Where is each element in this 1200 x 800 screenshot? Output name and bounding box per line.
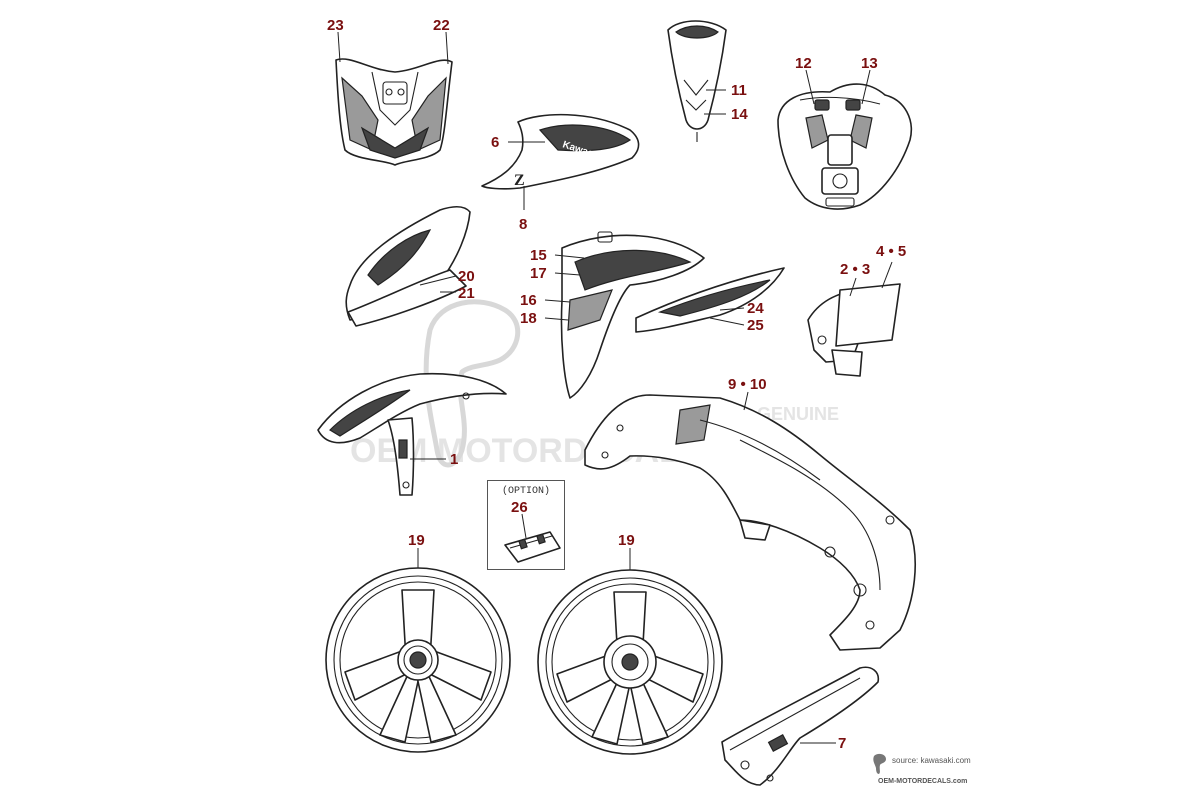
wheel-right-part [537, 569, 723, 755]
callout-20: 20 [458, 268, 475, 285]
fuel-tank-part [777, 83, 912, 210]
oem-bird-logo-icon [873, 753, 886, 774]
callout-labels: 23 22 11 14 12 13 6 8 15 17 16 18 20 21 … [327, 17, 906, 752]
callout-1: 1 [450, 451, 458, 468]
wheel-left-part [325, 567, 511, 753]
callout-8: 8 [519, 216, 527, 233]
callout-7: 7 [838, 735, 846, 752]
callout-21: 21 [458, 285, 475, 302]
callout-12: 12 [795, 55, 812, 72]
callout-9-10: 9 • 10 [728, 376, 767, 393]
source-credit: source: kawasaki.com OEM-MOTORDECALS.com [868, 752, 978, 792]
front-cowl-part [335, 58, 453, 166]
callout-16: 16 [520, 292, 537, 309]
callout-2-3: 2 • 3 [840, 261, 870, 278]
callout-19-right: 19 [618, 532, 635, 549]
callout-17: 17 [530, 265, 547, 282]
callout-4-5: 4 • 5 [876, 243, 906, 260]
source-text: source: kawasaki.com [892, 756, 971, 765]
option-clip-part [504, 531, 561, 563]
callout-11: 11 [731, 82, 747, 99]
z-logo: Z [514, 172, 525, 189]
callout-25: 25 [747, 317, 764, 334]
side-cover-part [345, 206, 471, 327]
callout-19-left: 19 [408, 532, 425, 549]
watermark-badge: GENUINE [757, 404, 839, 424]
rear-bracket-part [721, 666, 880, 786]
front-fender-part [317, 372, 507, 496]
watermark-bird-icon [423, 299, 521, 468]
radiator-shroud-part [560, 231, 705, 399]
callout-13: 13 [861, 55, 878, 72]
option-label: (OPTION) [501, 486, 550, 497]
side-shroud-part: Kawasaki Z [481, 113, 640, 190]
leader-lines [337, 31, 893, 744]
callout-15: 15 [530, 247, 547, 264]
bracket-part [807, 283, 901, 377]
callout-22: 22 [433, 17, 450, 34]
callout-18: 18 [520, 310, 537, 327]
callout-6: 6 [491, 134, 499, 151]
callout-14: 14 [731, 106, 748, 123]
callout-23: 23 [327, 17, 344, 34]
tail-piece-part [667, 20, 727, 142]
option-box: (OPTION) [487, 480, 565, 570]
callout-26: 26 [511, 499, 528, 516]
tail-cowl-part [635, 267, 785, 333]
frame-part [584, 394, 916, 651]
callout-24: 24 [747, 300, 764, 317]
site-text: OEM-MOTORDECALS.com [878, 778, 968, 785]
